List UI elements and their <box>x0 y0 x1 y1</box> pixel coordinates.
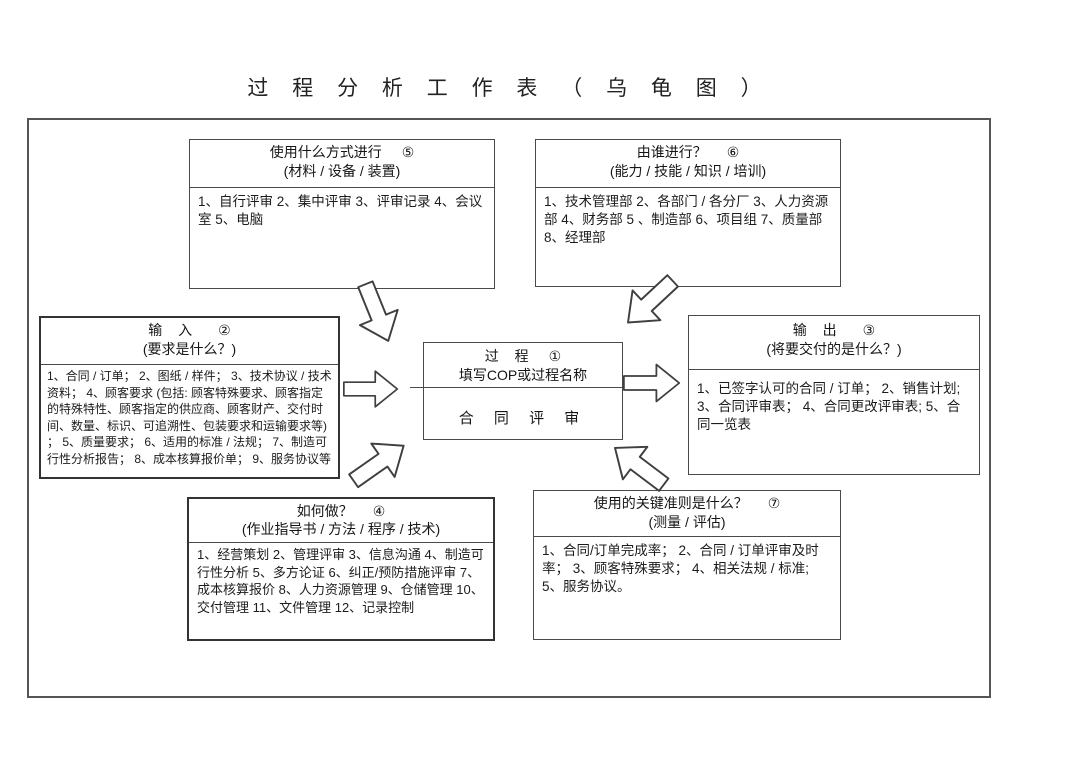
circled-number-1: ① <box>548 348 562 364</box>
box-with-what-title: 使用什么方式进行 <box>269 144 382 160</box>
box-who-subtitle: (能力 / 技能 / 知识 / 培训) <box>609 163 767 179</box>
circled-number-4: ④ <box>372 503 386 519</box>
box-criteria-body: 1、合同/订单完成率； 2、合同 / 订单评审及时率； 3、顾客特殊要求； 4、… <box>542 543 819 594</box>
box-with-what-body: 1、自行评审 2、集中评审 3、评审记录 4、会议室 5、电脑 <box>198 194 483 227</box>
arrow-up-right-icon <box>340 426 419 500</box>
process-divider-line <box>410 387 625 388</box>
box-how-title: 如何做？ <box>296 503 353 519</box>
box-process-name: 合 同 评 审 <box>458 409 588 427</box>
box-who-body: 1、技术管理部 2、各部门 / 各分厂 3、人力资源部 4、财务部 5 、制造部… <box>544 194 829 245</box>
circled-number-6: ⑥ <box>726 144 740 160</box>
box-input-body: 1、合同 / 订单； 2、图纸 / 样件； 3、技术协议 / 技术资料； 4、顾… <box>47 369 332 466</box>
box-output-subtitle: (将要交付的是什么？) <box>766 341 902 357</box>
box-output-body: 1、已签字认可的合同 / 订单； 2、销售计划; 3、合同评审表； 4、合同更改… <box>697 381 961 432</box>
box-how-body: 1、经营策划 2、管理评审 3、信息沟通 4、制造可行性分析 5、多方论证 6、… <box>197 547 484 615</box>
box-process-header: 过 程 ① 填写COP或过程名称 <box>424 343 622 391</box>
box-who-header: 由谁进行？ ⑥ (能力 / 技能 / 知识 / 培训) <box>536 140 840 188</box>
box-with-what-header: 使用什么方式进行 ⑤ (材料 / 设备 / 装置) <box>190 140 494 188</box>
box-how-done: 如何做？ ④ (作业指导书 / 方法 / 程序 / 技术) 1、经营策划 2、管理… <box>187 497 495 641</box>
page-title: 过 程 分 析 工 作 表 （ 乌 龟 图 ） <box>247 77 771 100</box>
circled-number-7: ⑦ <box>767 495 781 511</box>
arrow-right-input-icon <box>343 364 399 414</box>
arrow-right-output-icon <box>623 357 681 409</box>
box-criteria-subtitle: (测量 / 评估) <box>648 514 726 530</box>
box-input-subtitle: (要求是什么？) <box>142 341 237 357</box>
box-input-header: 输 入 ② (要求是什么？) <box>41 318 338 365</box>
box-output-header: 输 出 ③ (将要交付的是什么？) <box>689 316 979 370</box>
box-process: 过 程 ① 填写COP或过程名称 合 同 评 审 <box>410 342 625 440</box>
box-criteria-title: 使用的关键准则是什么？ <box>593 495 748 511</box>
box-how-header: 如何做？ ④ (作业指导书 / 方法 / 程序 / 技术) <box>189 499 493 543</box>
box-criteria-header: 使用的关键准则是什么？ ⑦ (测量 / 评估) <box>534 491 840 537</box>
box-key-criteria: 使用的关键准则是什么？ ⑦ (测量 / 评估) 1、合同/订单完成率； 2、合同 … <box>533 490 841 640</box>
circled-number-2: ② <box>218 322 231 338</box>
box-who-performs: 由谁进行？ ⑥ (能力 / 技能 / 知识 / 培训) 1、技术管理部 2、各部门… <box>535 139 841 287</box>
box-who-title: 由谁进行？ <box>636 144 707 160</box>
circled-number-5: ⑤ <box>401 144 415 160</box>
circled-number-3: ③ <box>862 322 876 338</box>
box-input-title: 输 入 <box>148 322 199 338</box>
box-output-title: 输 出 <box>792 322 843 338</box>
arrow-down-left-icon <box>611 263 689 340</box>
arrow-down-right-icon <box>344 275 411 352</box>
box-input: 输 入 ② (要求是什么？) 1、合同 / 订单； 2、图纸 / 样件； 3、技术… <box>39 316 340 479</box>
box-with-what-means: 使用什么方式进行 ⑤ (材料 / 设备 / 装置) 1、自行评审 2、集中评审 3… <box>189 139 495 289</box>
arrow-up-left-icon <box>600 428 679 503</box>
box-output: 输 出 ③ (将要交付的是什么？) 1、已签字认可的合同 / 订单； 2、销售计划… <box>688 315 980 475</box>
box-process-subtitle: 填写COP或过程名称 <box>458 367 588 383</box>
box-with-what-subtitle: (材料 / 设备 / 装置) <box>283 163 401 179</box>
box-process-title: 过 程 <box>484 348 535 364</box>
box-how-subtitle: (作业指导书 / 方法 / 程序 / 技术) <box>241 521 441 537</box>
